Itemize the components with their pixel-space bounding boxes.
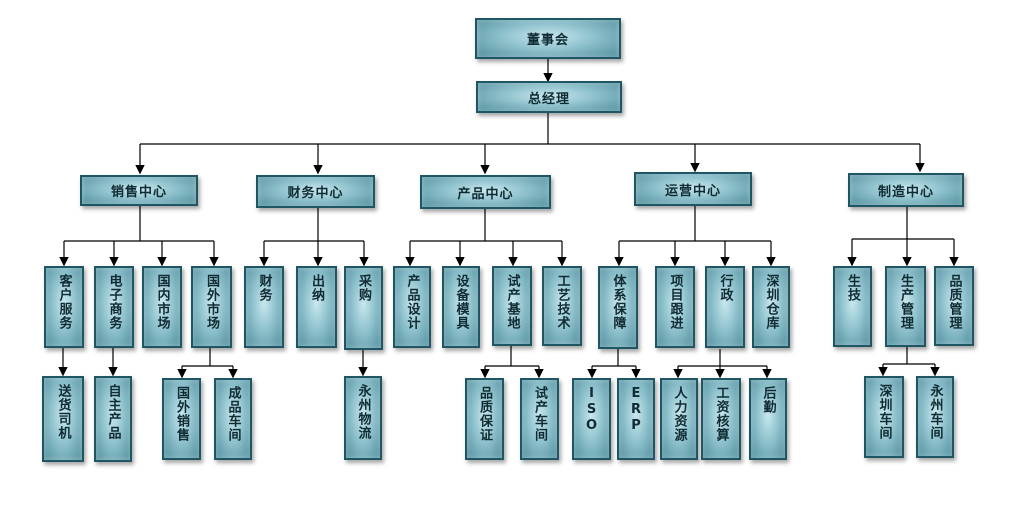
human-resources-node: 人力资源 xyxy=(660,378,698,460)
quality-management-node: 品质管理 xyxy=(934,266,974,346)
administration-node: 行政 xyxy=(705,266,745,348)
board-node: 董事会 xyxy=(475,18,621,59)
production-technology-node: 生技 xyxy=(833,266,872,347)
payroll-node: 工资核算 xyxy=(701,378,741,460)
ecommerce-node: 电子商务 xyxy=(94,266,134,348)
yongzhou-workshop-node: 永州车间 xyxy=(916,376,954,458)
overseas-sales-node: 国外销售 xyxy=(162,378,201,460)
product-design-node: 产品设计 xyxy=(393,266,431,348)
equipment-mold-node: 设备模具 xyxy=(442,266,480,348)
domestic-market-node: 国内市场 xyxy=(142,266,182,348)
delivery-driver-node: 送货司机 xyxy=(42,376,84,462)
finance-center-node: 财务中心 xyxy=(256,175,375,208)
project-follow-up-node: 项目跟进 xyxy=(655,266,695,348)
accounting-node: 财务 xyxy=(244,266,284,348)
cashier-node: 出纳 xyxy=(296,266,337,348)
erp-node: ERP xyxy=(617,378,655,460)
shenzhen-workshop-node: 深圳车间 xyxy=(864,376,904,458)
yongzhou-logistics-node: 永州物流 xyxy=(344,376,382,460)
process-technology-node: 工艺技术 xyxy=(542,266,582,346)
customer-service-node: 客户服务 xyxy=(44,266,84,348)
quality-assurance-node: 品质保证 xyxy=(465,378,504,460)
finished-goods-workshop-node: 成品车间 xyxy=(214,378,252,460)
trial-production-workshop-node: 试产车间 xyxy=(520,378,559,460)
trial-production-base-node: 试产基地 xyxy=(492,266,532,346)
system-assurance-node: 体系保障 xyxy=(598,266,638,349)
overseas-market-node: 国外市场 xyxy=(191,266,232,348)
iso-node: ISO xyxy=(572,378,611,460)
shenzhen-warehouse-node: 深圳仓库 xyxy=(752,266,790,348)
manufacturing-center-node: 制造中心 xyxy=(848,173,964,207)
own-products-node: 自主产品 xyxy=(94,376,132,462)
product-center-node: 产品中心 xyxy=(420,175,551,209)
logistics-support-node: 后勤 xyxy=(749,378,787,460)
purchasing-node: 采购 xyxy=(344,266,383,350)
general-manager-node: 总经理 xyxy=(476,81,622,113)
sales-center-node: 销售中心 xyxy=(80,175,198,206)
operation-center-node: 运营中心 xyxy=(634,172,752,206)
production-management-node: 生产管理 xyxy=(885,266,926,347)
